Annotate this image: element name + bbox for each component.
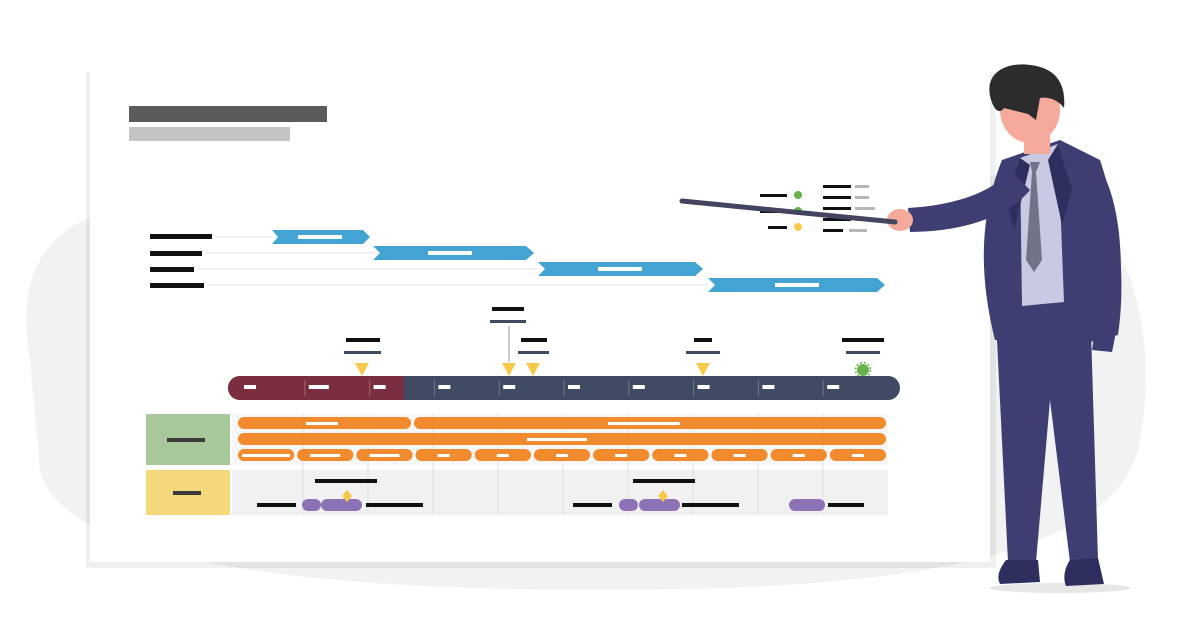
milestone-sublabel (686, 351, 720, 354)
timeline-segment-label (244, 385, 256, 389)
floor-shadow (990, 583, 1130, 593)
timeline-segment-label (438, 385, 451, 389)
left-shoe (998, 560, 1040, 584)
phase-label (150, 267, 194, 272)
milestone-caption (633, 479, 695, 483)
pointer-stick (679, 198, 898, 225)
timeline-segment-label (632, 385, 645, 389)
task-bar-label (437, 454, 450, 457)
legend-label (760, 194, 787, 197)
task-bar-label (527, 438, 587, 441)
title-placeholder (129, 106, 327, 122)
milestone-caption (315, 479, 377, 483)
triangle-down-icon (502, 363, 516, 376)
swimlane-1-label (167, 438, 205, 442)
milestone-sublabel (490, 320, 526, 323)
milestone-label (521, 338, 547, 342)
presenter-right-arm (1085, 165, 1121, 352)
presenter-hand (887, 209, 913, 231)
chevron-label (428, 251, 472, 255)
task-bar-label (615, 454, 628, 457)
phase-label (150, 251, 202, 256)
task-note (828, 503, 864, 507)
legend-text (823, 229, 843, 232)
task-bar-label (310, 454, 341, 457)
milestone-pill (639, 499, 680, 511)
task-bar-label (496, 454, 509, 457)
timeline-segment-label (568, 385, 580, 389)
timeline-ticks (244, 380, 840, 396)
task-note (366, 503, 423, 507)
presenter-hair (989, 64, 1065, 120)
task-bar-label (369, 454, 400, 457)
milestone-sublabel (518, 351, 549, 354)
milestone-pill (321, 499, 362, 511)
milestone-pill (619, 499, 638, 511)
task-note (257, 503, 296, 507)
presenter-legs (995, 298, 1098, 562)
task-bar-label (792, 454, 805, 457)
task-bar-label (306, 422, 338, 425)
star-burst-ring (854, 361, 872, 379)
timeline-segment-label (308, 385, 329, 389)
legend-text (823, 218, 851, 221)
right-shoe (1064, 558, 1104, 586)
timeline-segment-label (697, 385, 710, 389)
triangle-down-icon (526, 363, 540, 376)
chevron-label (298, 235, 342, 239)
task-bar-label (851, 454, 864, 457)
legend-label (768, 226, 787, 229)
milestone-label (492, 307, 524, 311)
timeline-segment-label (762, 385, 775, 389)
dot-icon (794, 223, 802, 231)
milestone-labels (344, 307, 884, 362)
chevron-label (598, 267, 642, 271)
timeline-segment-label (373, 385, 386, 389)
task-note (682, 503, 739, 507)
task-row-3 (238, 449, 886, 461)
star-burst-icon (857, 364, 869, 376)
legend-text (849, 229, 867, 232)
legend-text (855, 185, 869, 188)
phase-label (150, 234, 212, 239)
milestone-sublabel (846, 351, 880, 354)
chevron-label (775, 283, 819, 287)
milestone-label (346, 338, 380, 342)
milestone-pill (302, 499, 321, 511)
legend-text (855, 207, 875, 210)
timeline-segment-label (827, 385, 840, 389)
legend-text (823, 196, 851, 199)
legend-text (823, 185, 851, 188)
subtitle-placeholder (129, 127, 290, 141)
milestone-pill (789, 499, 825, 511)
presenter-figure (679, 64, 1130, 593)
diamond-icon (342, 490, 352, 502)
milestone-label (842, 338, 884, 342)
task-bar-label (556, 454, 568, 457)
phase-label (150, 283, 204, 288)
dot-icon (794, 191, 802, 199)
triangle-down-icon (355, 363, 369, 376)
legend-text (855, 196, 869, 199)
timeline-bar (228, 376, 900, 400)
swimlane-grid-lines (302, 414, 824, 515)
swimlane-2-label (173, 491, 201, 495)
phase-rows (150, 230, 885, 292)
legend-text (823, 207, 851, 210)
presenter-pointing-arm (908, 170, 1030, 232)
triangle-down-icon (696, 363, 710, 376)
swimlanes (146, 414, 888, 515)
task-bar-label (674, 454, 687, 457)
task-bar-label (242, 454, 291, 457)
task-note (573, 503, 612, 507)
task-bar-label (608, 422, 680, 425)
timeline-segment-label (503, 385, 516, 389)
milestone-sublabel (344, 351, 381, 354)
diamond-icon (658, 490, 668, 502)
task-bar-label (733, 454, 746, 457)
jacket-lapel (1048, 144, 1072, 225)
milestone-label (694, 338, 712, 342)
presenter-tie (1026, 162, 1042, 272)
